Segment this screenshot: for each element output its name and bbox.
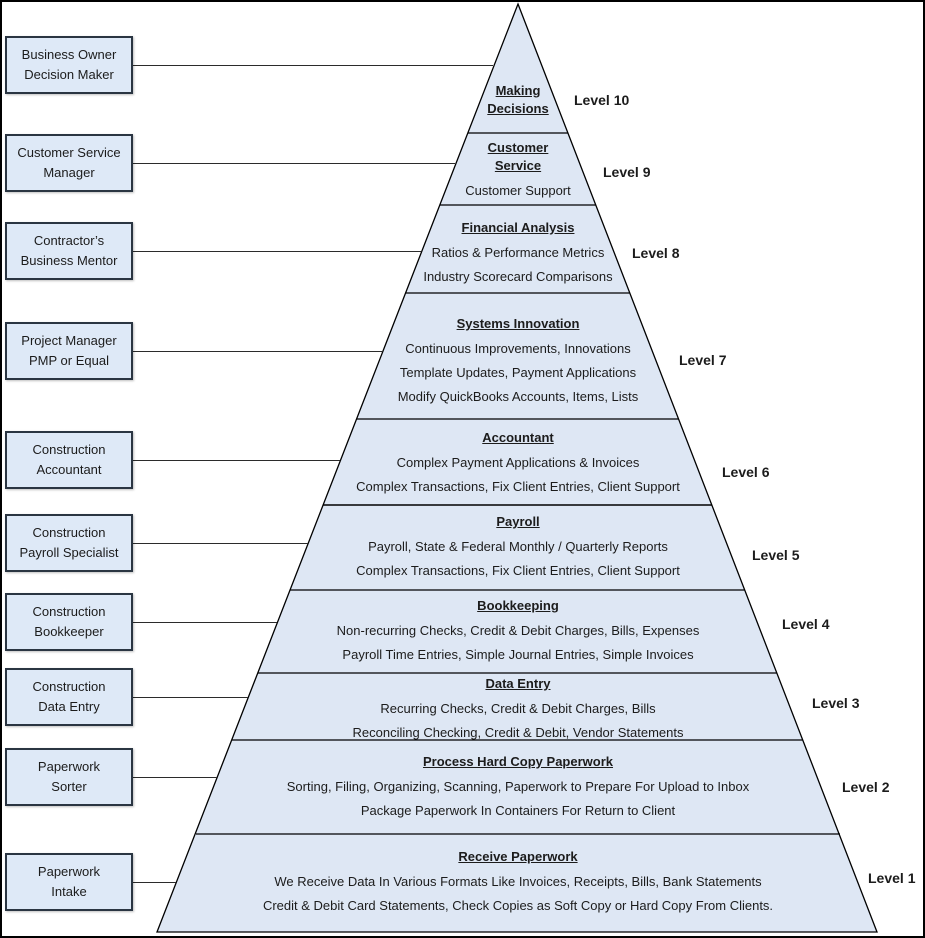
role-label: Construction Accountant <box>32 442 106 477</box>
connector-line <box>133 697 248 698</box>
connector-line <box>133 163 455 164</box>
role-box-business-owner: Business Owner Decision Maker <box>5 36 133 94</box>
level-badge: Level 1 <box>868 870 916 886</box>
level-title: Process Hard Copy Paperwork <box>422 754 614 769</box>
level-7-block: Systems Innovation Continuous Improvemen… <box>398 315 639 409</box>
role-box-construction-accountant: Construction Accountant <box>5 431 133 489</box>
level-badge: Level 9 <box>603 164 651 180</box>
level-3-block: Data Entry Recurring Checks, Credit & De… <box>353 675 684 745</box>
level-title: Bookkeeping <box>477 598 559 613</box>
level-title: Financial Analysis <box>461 220 575 235</box>
connector-line <box>133 882 176 883</box>
level-line: We Receive Data In Various Formats Like … <box>274 874 762 889</box>
role-label: Business Owner Decision Maker <box>21 47 117 82</box>
level-title: Customer Service <box>487 140 549 173</box>
role-box-customer-service-manager: Customer Service Manager <box>5 134 133 192</box>
role-label: Construction Bookkeeper <box>32 604 106 639</box>
role-label: Customer Service Manager <box>17 145 121 180</box>
level-1-block: Receive Paperwork We Receive Data In Var… <box>263 848 773 918</box>
connector-line <box>133 622 277 623</box>
connector-line <box>133 460 340 461</box>
level-line: Complex Payment Applications & Invoices <box>396 455 640 470</box>
role-label: Project Manager PMP or Equal <box>21 333 117 368</box>
level-badge: Level 7 <box>679 352 727 368</box>
level-4-block: Bookkeeping Non-recurring Checks, Credit… <box>337 597 700 667</box>
connector-line <box>133 777 217 778</box>
level-8-block: Financial Analysis Ratios & Performance … <box>423 219 612 289</box>
pyramid-shape <box>156 2 878 933</box>
connector-line <box>133 65 493 66</box>
level-line: Industry Scorecard Comparisons <box>423 269 613 284</box>
level-badge: Level 6 <box>722 464 770 480</box>
level-line: Modify QuickBooks Accounts, Items, Lists <box>397 389 639 404</box>
level-title: Data Entry <box>485 676 551 691</box>
level-title: Payroll <box>496 514 540 529</box>
connector-line <box>133 251 421 252</box>
level-line: Ratios & Performance Metrics <box>431 245 605 260</box>
role-label: Construction Data Entry <box>32 679 106 714</box>
level-line: Credit & Debit Card Statements, Check Co… <box>262 898 774 913</box>
level-title: Systems Innovation <box>456 316 580 331</box>
level-10-block: Making Decisions <box>487 82 548 122</box>
role-label: Contractor’s Business Mentor <box>20 233 118 268</box>
level-badge: Level 2 <box>842 779 890 795</box>
level-badge: Level 4 <box>782 616 830 632</box>
level-line: Sorting, Filing, Organizing, Scanning, P… <box>286 779 750 794</box>
role-box-construction-bookkeeper: Construction Bookkeeper <box>5 593 133 651</box>
level-5-block: Payroll Payroll, State & Federal Monthly… <box>356 513 680 583</box>
level-line: Payroll Time Entries, Simple Journal Ent… <box>342 647 694 662</box>
level-badge: Level 5 <box>752 547 800 563</box>
level-line: Complex Transactions, Fix Client Entries… <box>356 563 680 578</box>
level-line: Package Paperwork In Containers For Retu… <box>360 803 676 818</box>
role-box-payroll-specialist: Construction Payroll Specialist <box>5 514 133 572</box>
connector-line <box>133 543 308 544</box>
connector-line <box>133 351 382 352</box>
level-2-block: Process Hard Copy Paperwork Sorting, Fil… <box>287 753 749 823</box>
level-line: Payroll, State & Federal Monthly / Quart… <box>368 539 668 554</box>
role-box-paperwork-intake: Paperwork Intake <box>5 853 133 911</box>
role-box-construction-data-entry: Construction Data Entry <box>5 668 133 726</box>
role-box-business-mentor: Contractor’s Business Mentor <box>5 222 133 280</box>
level-title: Receive Paperwork <box>458 849 578 864</box>
level-line: Customer Support <box>465 183 571 198</box>
level-line: Complex Transactions, Fix Client Entries… <box>356 479 680 494</box>
level-title: Accountant <box>482 430 554 445</box>
level-line: Non-recurring Checks, Credit & Debit Cha… <box>336 623 700 638</box>
role-label: Paperwork Sorter <box>37 759 101 794</box>
level-badge: Level 8 <box>632 245 680 261</box>
role-label: Construction Payroll Specialist <box>19 525 119 560</box>
level-title: Making Decisions <box>487 83 549 116</box>
role-box-project-manager: Project Manager PMP or Equal <box>5 322 133 380</box>
level-line: Reconciling Checking, Credit & Debit, Ve… <box>352 725 684 740</box>
level-9-block: Customer Service Customer Support <box>465 139 571 203</box>
role-box-paperwork-sorter: Paperwork Sorter <box>5 748 133 806</box>
level-line: Continuous Improvements, Innovations <box>405 341 631 356</box>
level-badge: Level 10 <box>574 92 630 108</box>
level-line: Recurring Checks, Credit & Debit Charges… <box>380 701 656 716</box>
role-label: Paperwork Intake <box>37 864 101 899</box>
level-line: Template Updates, Payment Applications <box>399 365 637 380</box>
level-6-block: Accountant Complex Payment Applications … <box>356 429 680 499</box>
level-badge: Level 3 <box>812 695 860 711</box>
